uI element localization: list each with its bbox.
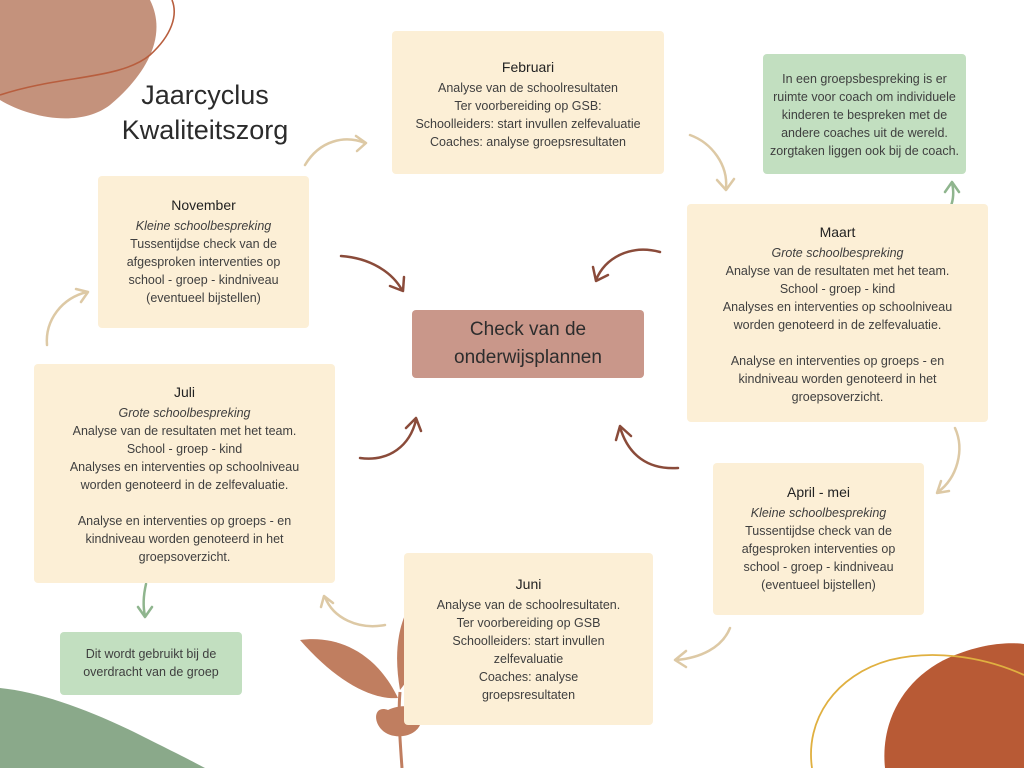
box-februari-heading: Februari [501, 59, 555, 75]
note-coach: In een groepsbespreking is er ruimte voo… [763, 54, 966, 174]
note-coach-line: In een groepsbespreking is er [782, 72, 947, 86]
title-line-2: Kwaliteitszorg [121, 115, 289, 145]
note-coach-line: andere coaches uit de wereld. [781, 126, 948, 140]
top-left-blob [0, 0, 157, 119]
box-april-mei-line: afgesproken interventies op [741, 542, 896, 556]
box-maart-line: Analyses en interventies op schoolniveau [722, 300, 953, 314]
note-overdracht-line: Dit wordt gebruikt bij de [85, 647, 217, 661]
box-april-mei-line: (eventueel bijstellen) [761, 578, 876, 592]
box-maart-line [687, 334, 988, 352]
box-maart-line: worden genoteerd in de zelfevaluatie. [733, 318, 942, 332]
box-juli-line: worden genoteerd in de zelfevaluatie. [80, 478, 289, 492]
arrow-juli-center [358, 416, 423, 460]
box-juli-line: Analyses en interventies op schoolniveau [69, 460, 300, 474]
arrow-april-center [614, 424, 680, 470]
arrow-title-februari [303, 134, 368, 167]
box-juli-line: Analyse van de resultaten met het team. [72, 424, 297, 438]
top-left-line [0, 0, 175, 96]
box-juli-line: groepsoverzicht. [138, 550, 231, 564]
title-line-1: Jaarcyclus [141, 80, 269, 110]
box-november-heading: November [171, 197, 236, 213]
box-november-line: Tussentijdse check van de [130, 237, 277, 251]
note-overdracht: Dit wordt gebruikt bij de overdracht van… [60, 632, 242, 695]
box-april-mei-subtitle: Kleine schoolbespreking [750, 506, 887, 520]
box-april-mei-heading: April - mei [786, 484, 850, 500]
box-juni-line: groepsresultaten [481, 688, 576, 702]
arrow-februari-maart [688, 133, 736, 192]
box-juli-subtitle: Grote schoolbespreking [118, 406, 251, 420]
box-juni: Juni Analyse van de schoolresultaten. Te… [404, 553, 653, 725]
box-juni-heading: Juni [515, 576, 542, 592]
box-februari-line: Analyse van de schoolresultaten [438, 81, 618, 95]
box-maart-line: Analyse en interventies op groeps - en [730, 354, 945, 368]
box-juni-line: Ter voorbereiding op GSB [456, 616, 601, 630]
arrow-juli-overdracht [136, 582, 154, 619]
center-line-2: onderwijsplannen [454, 347, 602, 368]
box-juli-heading: Juli [173, 384, 195, 400]
box-juli-line: Analyse en interventies op groeps - en [77, 514, 292, 528]
box-november-line: school - groep - kindniveau [128, 273, 279, 287]
note-coach-line: kinderen te bespreken met de [781, 108, 948, 122]
box-juni-line: Analyse van de schoolresultaten. [436, 598, 621, 612]
box-maart-subtitle: Grote schoolbespreking [771, 246, 904, 260]
box-februari-line: Schoolleiders: start invullen zelfevalua… [415, 117, 641, 131]
box-april-mei-line: Tussentijdse check van de [745, 524, 892, 538]
box-juli: Juli Grote schoolbespreking Analyse van … [34, 364, 335, 583]
box-juni-line: Coaches: analyse [478, 670, 579, 684]
box-november: November Kleine schoolbespreking Tussent… [98, 176, 309, 328]
arrow-juni-juli [319, 594, 387, 628]
bottom-left-blob [0, 688, 205, 768]
note-coach-line: ruimte voor coach om individuele [773, 90, 956, 104]
center-line-1: Check van de [469, 319, 587, 340]
box-november-line: afgesproken interventies op [126, 255, 281, 269]
box-februari-line: Ter voorbereiding op GSB: [454, 99, 602, 113]
arrow-november-center [339, 254, 406, 293]
box-maart-heading: Maart [819, 224, 856, 240]
box-februari-line: Coaches: analyse groepsresultaten [430, 135, 626, 149]
box-november-line: (eventueel bijstellen) [146, 291, 261, 305]
box-april-mei: April - mei Kleine schoolbespreking Tuss… [713, 463, 924, 615]
box-maart: Maart Grote schoolbespreking Analyse van… [687, 204, 988, 422]
box-juli-line: kindniveau worden genoteerd in het [85, 532, 284, 546]
box-juli-line [34, 494, 335, 512]
note-coach-line: zorgtaken liggen ook bij de coach. [769, 144, 959, 158]
box-juni-line: zelfevaluatie [493, 652, 564, 666]
box-november-subtitle: Kleine schoolbespreking [135, 219, 272, 233]
box-april-mei-line: school - groep - kindniveau [743, 560, 894, 574]
box-maart-line: groepsoverzicht. [791, 390, 884, 404]
box-juni-line: Schoolleiders: start invullen [452, 634, 605, 648]
arrow-maart-center [591, 248, 662, 283]
note-overdracht-line: overdracht van de groep [83, 665, 219, 679]
box-juli-line: School - groep - kind [126, 442, 243, 456]
box-maart-line: School - groep - kind [779, 282, 896, 296]
bottom-right-blob [884, 643, 1024, 768]
box-februari: Februari Analyse van de schoolresultaten… [392, 31, 664, 174]
page-title: Jaarcyclus Kwaliteitszorg [100, 78, 310, 148]
bottom-right-line [810, 654, 1024, 768]
box-maart-line: kindniveau worden genoteerd in het [738, 372, 937, 386]
center-box: Check van de onderwijsplannen [412, 310, 644, 378]
arrow-april-juni [673, 626, 732, 669]
arrow-juli-november [45, 287, 90, 347]
arrow-maart-april [935, 426, 961, 495]
box-maart-line: Analyse van de resultaten met het team. [725, 264, 950, 278]
